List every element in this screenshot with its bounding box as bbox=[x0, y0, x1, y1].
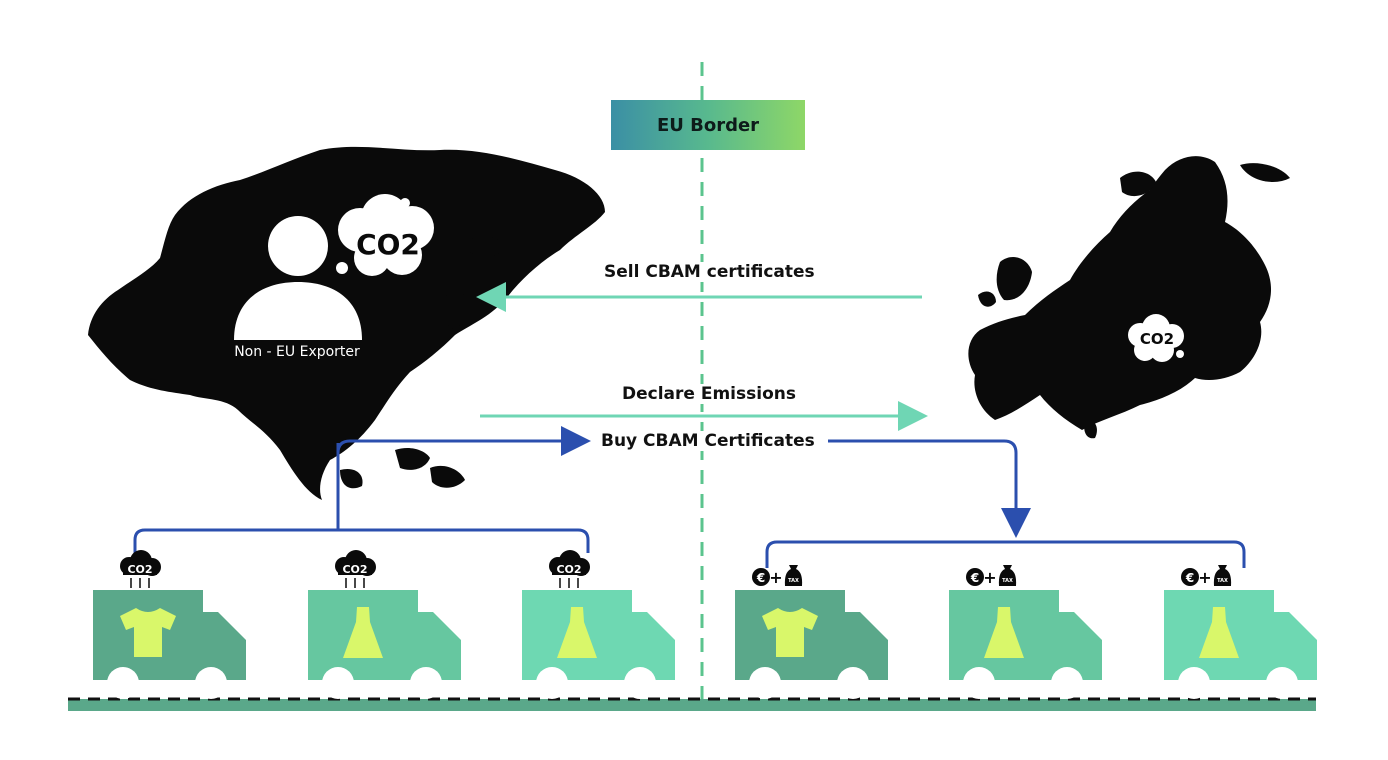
co2-emission-label: CO2 bbox=[127, 563, 152, 576]
left-truck-3: CO2 bbox=[522, 550, 675, 699]
road bbox=[68, 699, 1316, 711]
left-truck-2: CO2 bbox=[308, 550, 461, 699]
euro-tax-icon: € + TAX bbox=[1181, 565, 1232, 587]
euro-symbol: € bbox=[1185, 571, 1194, 585]
buy-flow-left bbox=[133, 528, 590, 553]
buy-label: Buy CBAM Certificates bbox=[593, 431, 823, 451]
eu-border-box: EU Border bbox=[611, 100, 805, 150]
tax-label: TAX bbox=[1217, 578, 1228, 584]
right-truck-2: € + TAX bbox=[949, 565, 1102, 699]
dress-icon bbox=[984, 607, 1024, 658]
co2-cloud-icon bbox=[336, 194, 434, 276]
right-truck-1: € + TAX bbox=[735, 565, 888, 699]
plus-sign: + bbox=[769, 568, 782, 587]
euro-tax-icon: € + TAX bbox=[966, 565, 1017, 587]
tax-bag-icon bbox=[784, 565, 803, 586]
euro-symbol: € bbox=[756, 571, 765, 585]
tshirt-icon bbox=[120, 608, 176, 657]
buy-flow-right bbox=[828, 439, 1031, 538]
exporter-label: Non - EU Exporter bbox=[234, 344, 360, 360]
co2-emission-label: CO2 bbox=[342, 563, 367, 576]
dress-icon bbox=[1199, 607, 1239, 658]
euro-symbol: € bbox=[970, 571, 979, 585]
co2-emission-icon: CO2 bbox=[549, 550, 590, 588]
declare-label: Declare Emissions bbox=[614, 384, 804, 404]
co2-cloud-europe-label: CO2 bbox=[1140, 330, 1174, 348]
co2-emission-label: CO2 bbox=[556, 563, 581, 576]
left-truck-1: CO2 bbox=[93, 550, 246, 699]
dress-icon bbox=[343, 607, 383, 658]
co2-cloud-europe-icon bbox=[1128, 314, 1184, 362]
trucks: CO2 CO2 CO2 € + TAX € + TAX € + TAX bbox=[93, 550, 1317, 699]
co2-emission-icon: CO2 bbox=[120, 550, 161, 588]
buy-arrow bbox=[336, 426, 591, 456]
plus-sign: + bbox=[983, 568, 996, 587]
tax-bag-icon bbox=[1213, 565, 1232, 586]
europe-map bbox=[968, 156, 1290, 439]
exporter-avatar bbox=[234, 216, 362, 340]
co2-emission-icon: CO2 bbox=[335, 550, 376, 588]
euro-tax-icon: € + TAX bbox=[752, 565, 803, 587]
tax-label: TAX bbox=[788, 578, 799, 584]
dress-icon bbox=[557, 607, 597, 658]
tax-label: TAX bbox=[1002, 578, 1013, 584]
right-truck-3: € + TAX bbox=[1164, 565, 1317, 699]
plus-sign: + bbox=[1198, 568, 1211, 587]
co2-cloud-label: CO2 bbox=[356, 228, 420, 261]
buy-flow-right-bus bbox=[765, 540, 1246, 568]
sell-label: Sell CBAM certificates bbox=[596, 262, 823, 282]
tshirt-icon bbox=[762, 608, 818, 657]
tax-bag-icon bbox=[998, 565, 1017, 586]
eu-border-label: EU Border bbox=[656, 114, 760, 136]
